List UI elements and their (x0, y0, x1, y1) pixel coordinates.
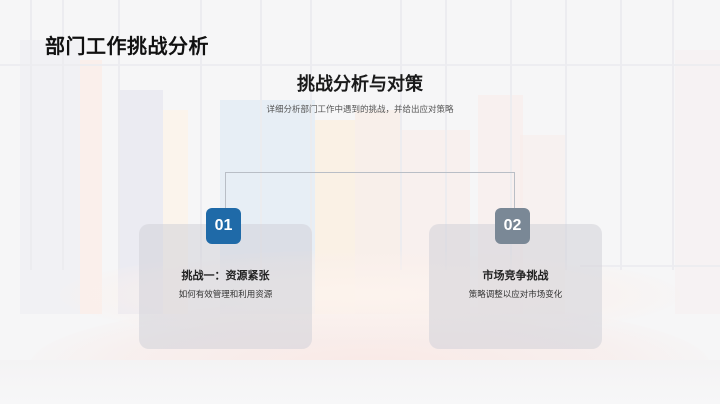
challenge-card-2: 市场竞争挑战 策略调整以应对市场变化 (429, 224, 602, 349)
grid-line (400, 0, 402, 270)
grid-line (0, 64, 720, 66)
connector-line (225, 172, 515, 173)
card-description: 策略调整以应对市场变化 (468, 290, 563, 300)
background-bar (80, 60, 102, 314)
card-title: 挑战一：资源紧张 (181, 269, 270, 282)
grid-line (310, 0, 312, 270)
grid-line (510, 0, 512, 270)
grid-line (260, 0, 262, 270)
number-badge: 01 (206, 208, 241, 244)
grid-line (620, 0, 622, 270)
section-subtitle: 详细分析部门工作中遇到的挑战，并给出应对策略 (266, 105, 454, 115)
challenge-card-1: 挑战一：资源紧张 如何有效管理和利用资源 (139, 224, 312, 349)
card-description: 如何有效管理和利用资源 (178, 290, 273, 300)
grid-line (62, 0, 64, 270)
page-title: 部门工作挑战分析 (45, 34, 209, 58)
grid-line (580, 265, 720, 267)
connector-line (514, 172, 515, 208)
grid-line (200, 0, 202, 270)
grid-line (672, 0, 674, 270)
floor (0, 360, 720, 404)
grid-line (30, 0, 32, 270)
background-bar (675, 50, 720, 314)
connector-line (225, 172, 226, 208)
number-badge: 02 (495, 208, 530, 244)
section-heading: 挑战分析与对策 (297, 74, 423, 95)
grid-line (118, 0, 120, 270)
card-title: 市场竞争挑战 (482, 269, 549, 282)
grid-line (445, 0, 447, 270)
grid-line (565, 0, 567, 270)
